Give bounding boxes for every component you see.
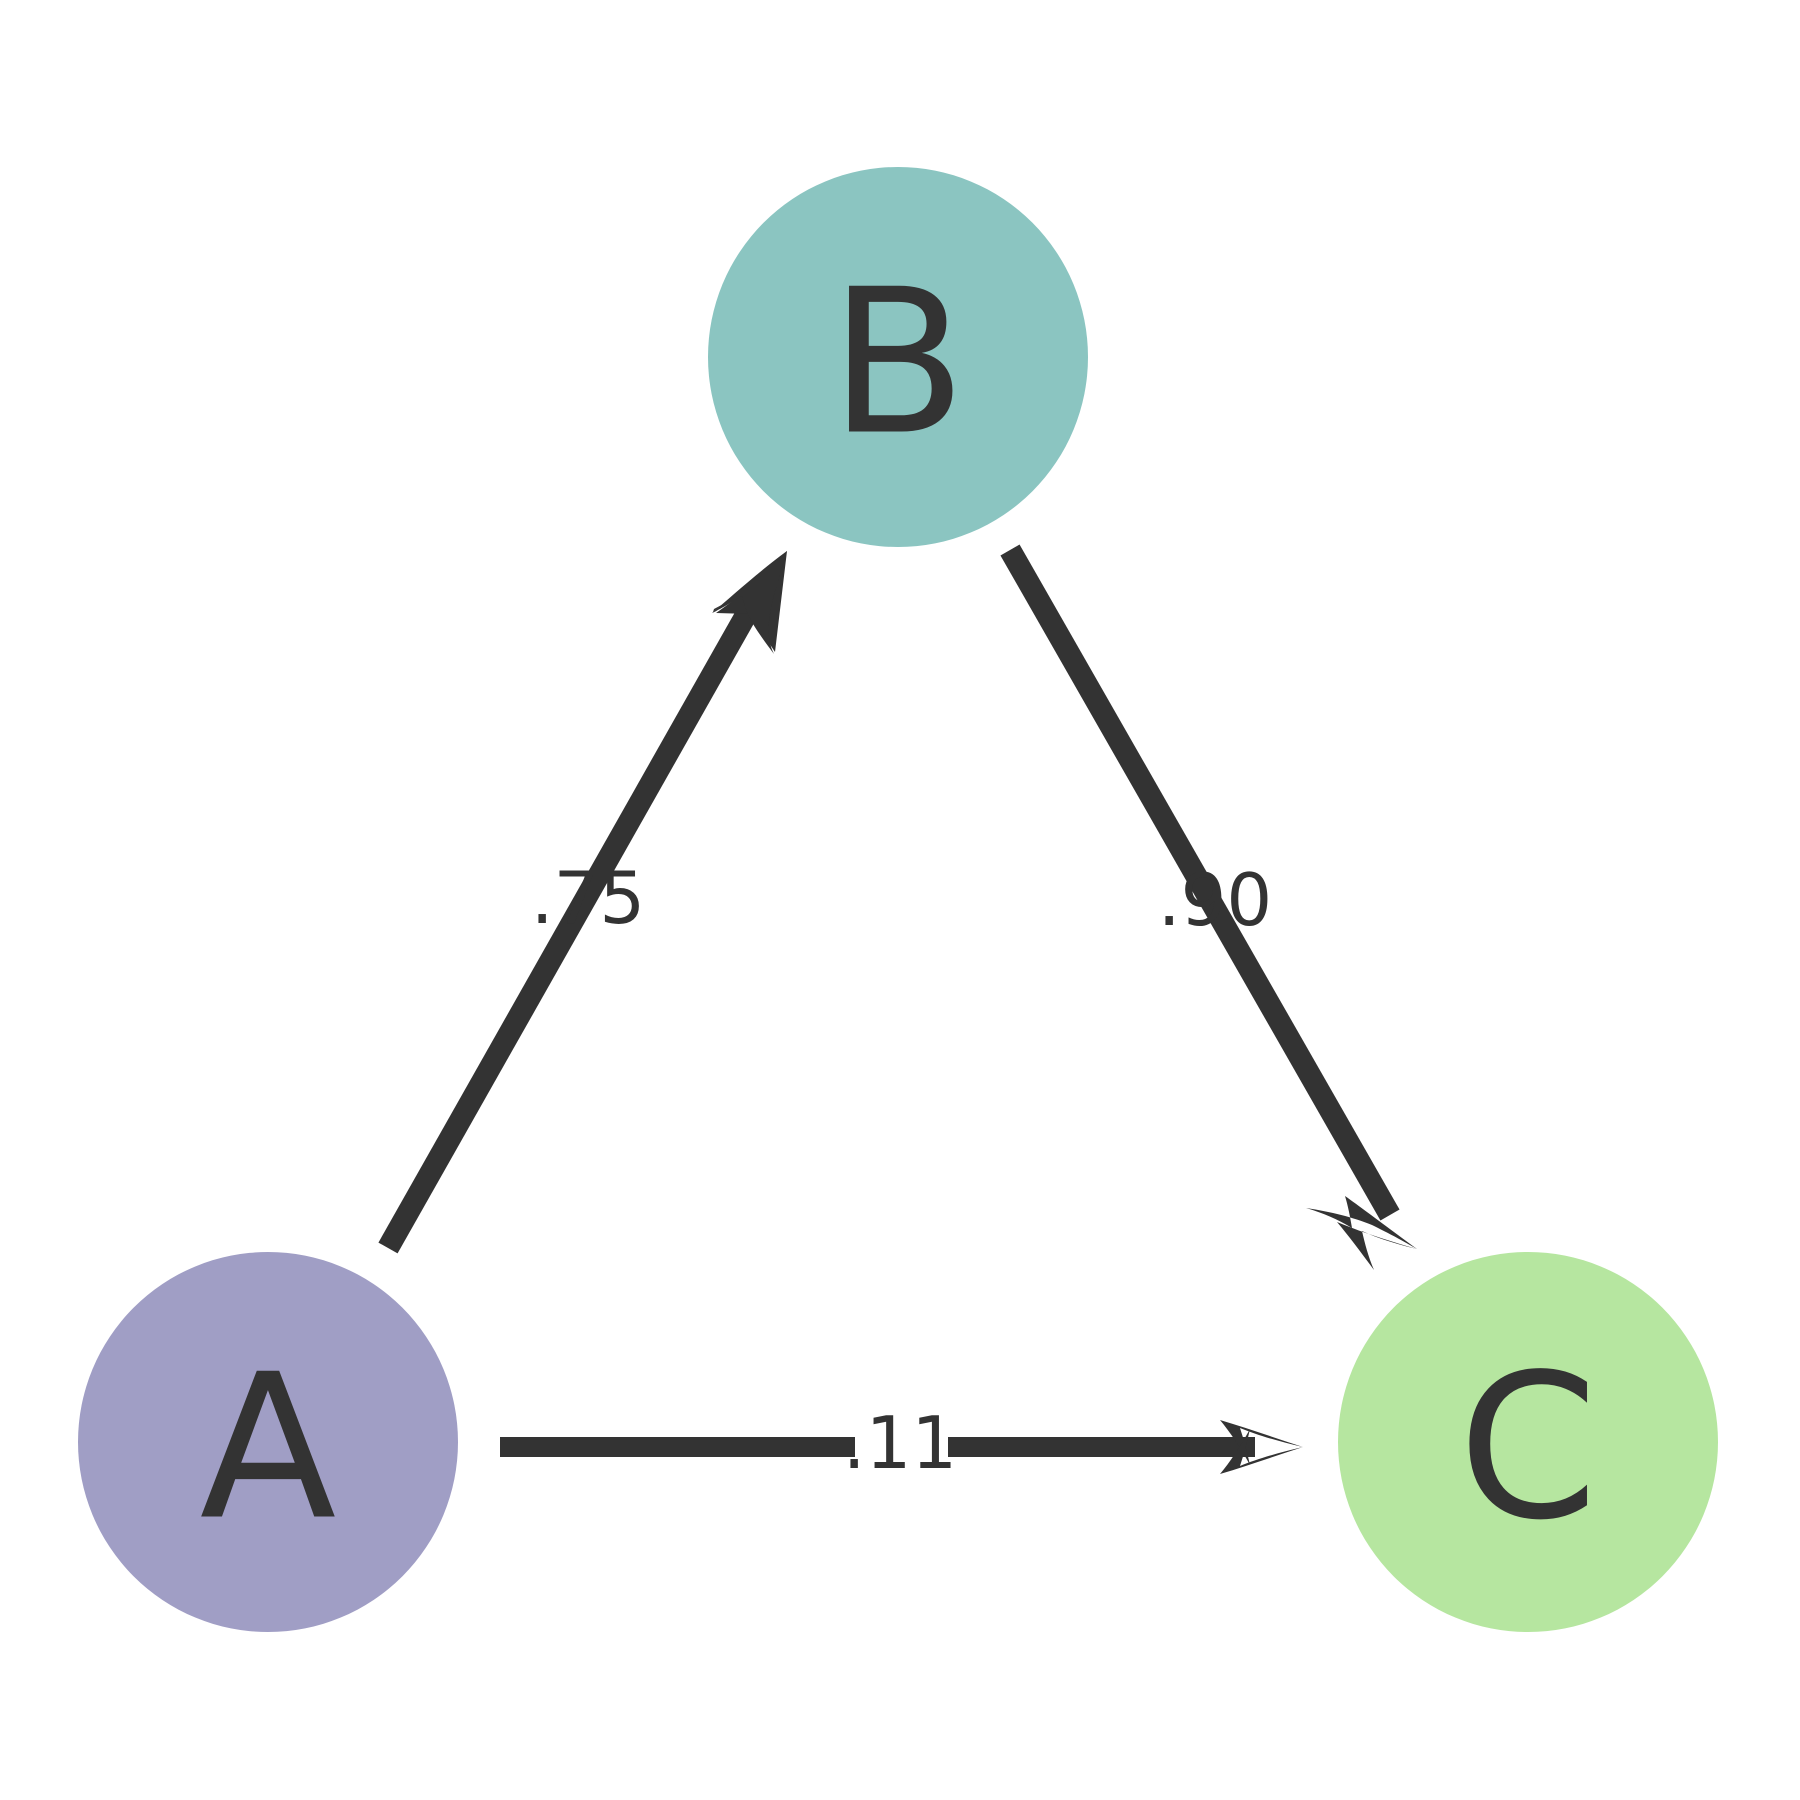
node-a-circle[interactable] bbox=[78, 1252, 458, 1632]
edge-b-c[interactable]: .90 bbox=[1000, 544, 1417, 1270]
edge-a-b-arrowhead-wing bbox=[712, 551, 787, 654]
edge-a-c-arrowhead bbox=[1220, 1420, 1303, 1465]
node-b-label: B bbox=[829, 247, 966, 480]
node-a-label: A bbox=[200, 1332, 337, 1565]
edge-a-b-line bbox=[378, 579, 773, 1254]
node-b-circle[interactable] bbox=[708, 167, 1088, 547]
node-c-circle[interactable] bbox=[1338, 1252, 1718, 1632]
edge-a-b-label: .75 bbox=[531, 856, 646, 940]
edge-b-c-label: .90 bbox=[1158, 858, 1273, 942]
edge-a-c[interactable]: .11 bbox=[500, 1401, 1303, 1485]
edge-b-c-arrowhead-wing bbox=[1337, 1222, 1417, 1270]
node-b[interactable]: B bbox=[708, 167, 1088, 547]
node-c[interactable]: C bbox=[1338, 1252, 1718, 1632]
edge-a-b[interactable]: .75 bbox=[378, 551, 787, 1254]
node-c-label: C bbox=[1458, 1332, 1598, 1565]
edge-a-c-arrowhead-lower bbox=[1220, 1429, 1303, 1474]
node-a[interactable]: A bbox=[78, 1252, 458, 1632]
edge-a-c-label: .11 bbox=[843, 1401, 958, 1485]
edge-b-c-line bbox=[1000, 544, 1400, 1221]
